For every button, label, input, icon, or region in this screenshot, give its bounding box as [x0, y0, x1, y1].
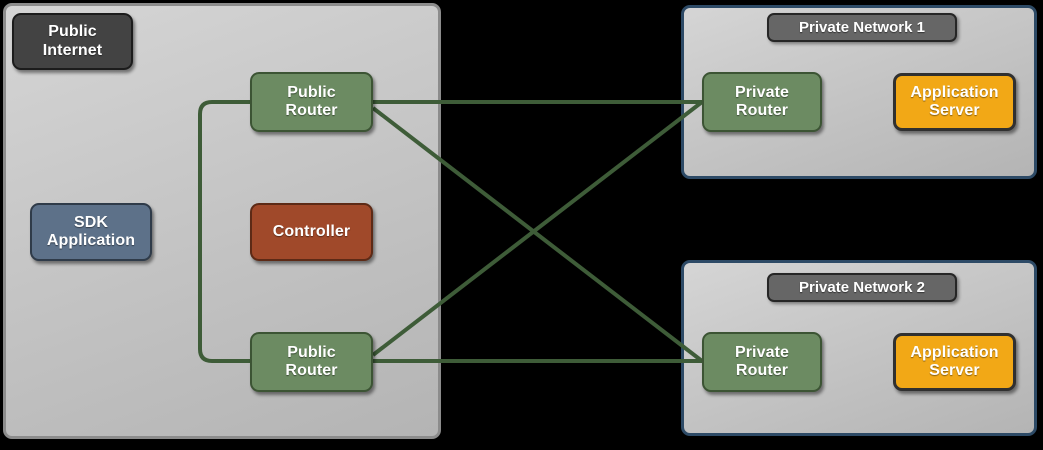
sdk-application-node[interactable]: SDK Application	[30, 203, 152, 261]
private-router-1-label-line1: Private	[734, 83, 790, 101]
private-network-1-badge-label: Private Network 1	[799, 19, 925, 36]
private-router-2-label-line1: Private	[734, 343, 790, 361]
controller-label: Controller	[272, 222, 351, 240]
private-router-2-node[interactable]: Private Router	[702, 332, 822, 392]
public-internet-label: Public Internet	[12, 13, 133, 70]
private-router-2-label-line2: Router	[735, 362, 789, 379]
application-server-1-label-line1: Application	[910, 83, 999, 101]
application-server-2-label-line2: Server	[929, 362, 980, 379]
public-internet-label-line1: Public	[48, 23, 97, 41]
private-router-1-node[interactable]: Private Router	[702, 72, 822, 132]
public-router-bottom-label-line1: Public	[287, 343, 336, 361]
controller-node[interactable]: Controller	[250, 203, 373, 261]
private-network-1-badge: Private Network 1	[767, 13, 957, 42]
public-router-top-node[interactable]: Public Router	[250, 72, 373, 132]
private-network-2-badge: Private Network 2	[767, 273, 957, 302]
private-router-1-label-line2: Router	[735, 102, 789, 119]
public-router-bottom-label-line2: Router	[285, 362, 338, 379]
sdk-application-label-line1: SDK	[73, 213, 109, 231]
public-router-bottom-node[interactable]: Public Router	[250, 332, 373, 392]
application-server-1-node[interactable]: Application Server	[893, 73, 1016, 131]
public-router-top-label-line2: Router	[285, 102, 338, 119]
application-server-2-node[interactable]: Application Server	[893, 333, 1016, 391]
application-server-1-label-line2: Server	[929, 102, 980, 119]
application-server-2-label-line1: Application	[910, 343, 999, 361]
private-network-2-badge-label: Private Network 2	[799, 279, 925, 296]
sdk-application-label-line2: Application	[46, 232, 136, 249]
public-internet-label-line2: Internet	[42, 41, 103, 59]
public-router-top-label-line1: Public	[287, 83, 336, 101]
